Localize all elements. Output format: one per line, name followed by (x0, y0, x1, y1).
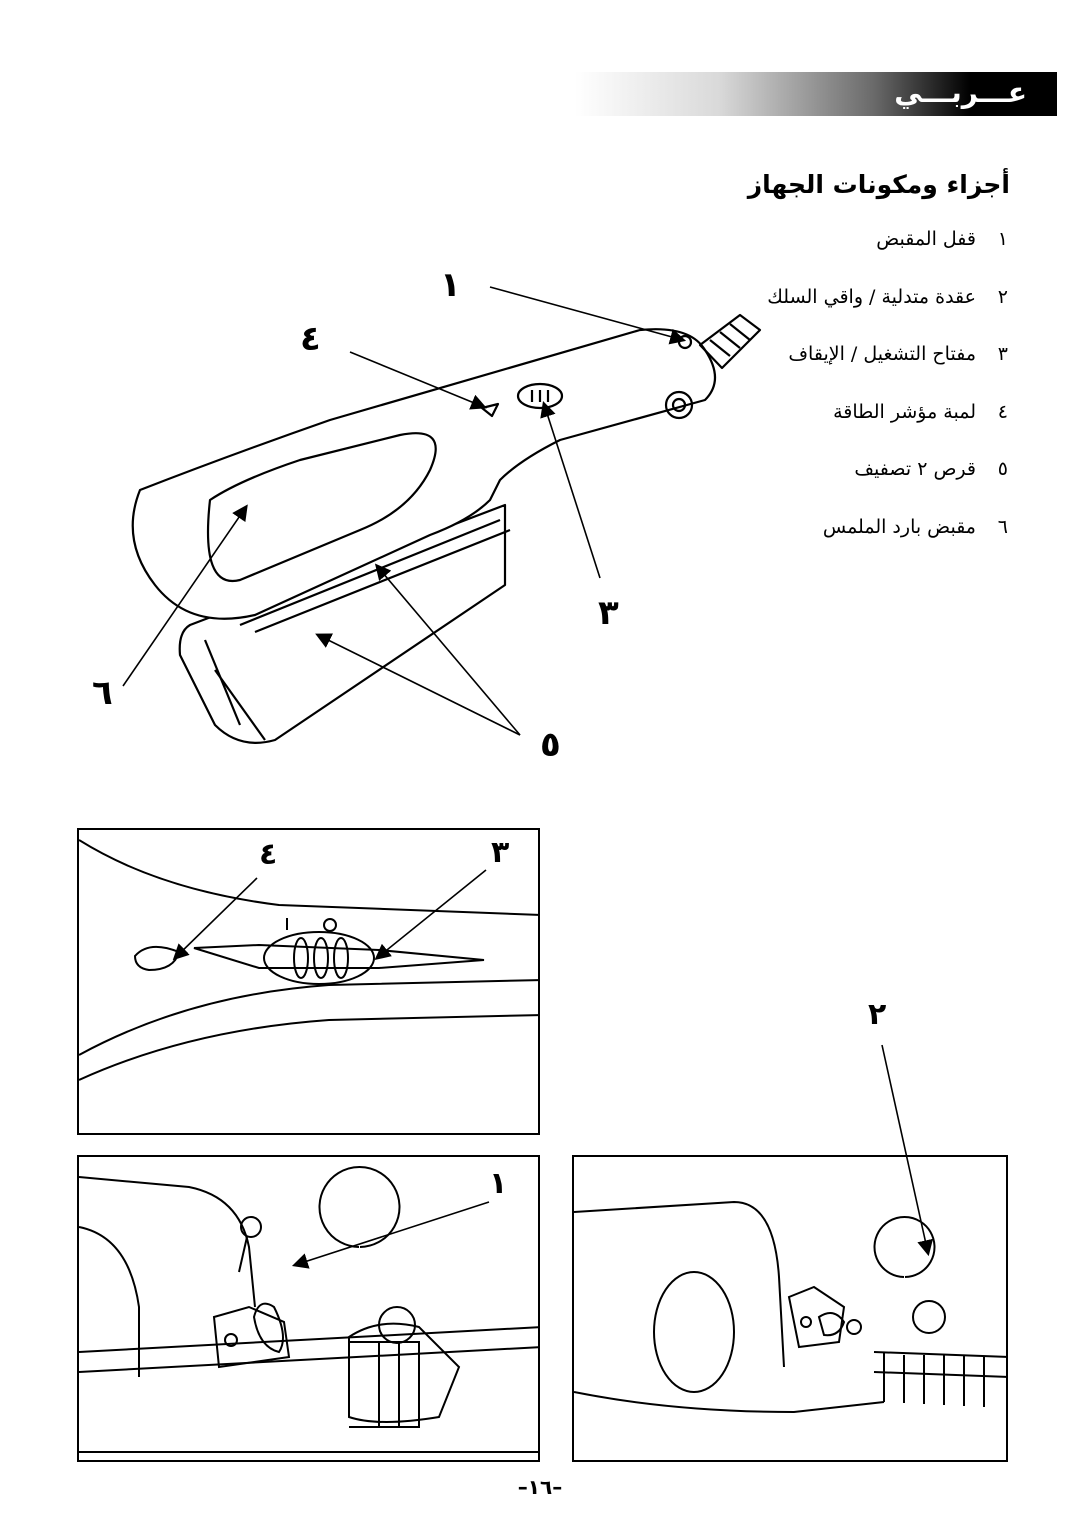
language-label: عـــربـــي (894, 76, 1027, 109)
power-switch (516, 382, 564, 410)
callout-6: ٦ (92, 673, 113, 713)
detail-lock-box: ١ (77, 1155, 540, 1462)
callout-4: ٤ (300, 319, 321, 359)
lock-detail-illustration (79, 1166, 538, 1453)
main-appliance-diagram (122, 286, 762, 744)
list-item: ٣ مفتاح التشغيل / الإيقاف (767, 343, 1008, 401)
cord-detail-illustration (574, 1200, 1006, 1414)
cord-hinge-ring (664, 390, 694, 420)
part-label: مقبض بارد الملمس (822, 515, 976, 538)
part-label: مفتاح التشغيل / الإيقاف (788, 343, 976, 365)
language-banner: عـــربـــي (575, 72, 1057, 116)
callout-3: ٣ (598, 593, 619, 633)
list-item: ٢ عقدة متدلية / واقي السلك (767, 286, 1008, 344)
part-number: ٤ (997, 400, 1008, 423)
part-number: ٦ (997, 515, 1008, 538)
detail-callout-1: ١ (489, 1166, 508, 1201)
part-label: عقدة متدلية / واقي السلك (767, 285, 976, 308)
detail-callout-3: ٣ (491, 835, 510, 870)
part-label: لمبة مؤشر الطاقة (833, 400, 976, 423)
part-number: ٢ (997, 285, 1008, 308)
indicator-lamp (480, 402, 500, 418)
part-number: ٥ (997, 458, 1008, 480)
detail-cord-box (572, 1155, 1008, 1462)
detail-callout-4: ٤ (259, 837, 278, 872)
list-item: ٤ لمبة مؤشر الطاقة (767, 401, 1008, 459)
callout-5: ٥ (540, 725, 561, 765)
part-number: ١ (997, 228, 1008, 250)
callout-1: ١ (440, 265, 461, 305)
appliance-illustration (122, 286, 762, 744)
callout-2-leader (881, 1044, 934, 1257)
switch-detail-illustration (79, 839, 538, 1081)
detail-switch-box: ٤ ٣ (77, 828, 540, 1135)
cord-guard (698, 313, 762, 370)
part-label: قرص ٢ تصفيف (854, 458, 976, 480)
list-item: ٦ مقبض بارد الملمس (767, 516, 1008, 574)
list-item: ٥ قرص ٢ تصفيف (767, 458, 1008, 516)
upper-housing (131, 328, 717, 620)
page-number: –١٦– (517, 1475, 563, 1499)
section-title: أجزاء ومكونات الجهاز (747, 170, 1010, 199)
list-item: ١ قفل المقبض (767, 228, 1008, 286)
callout-2: ٢ (868, 997, 887, 1032)
part-label: قفل المقبض (876, 228, 976, 250)
part-number: ٣ (997, 343, 1008, 365)
